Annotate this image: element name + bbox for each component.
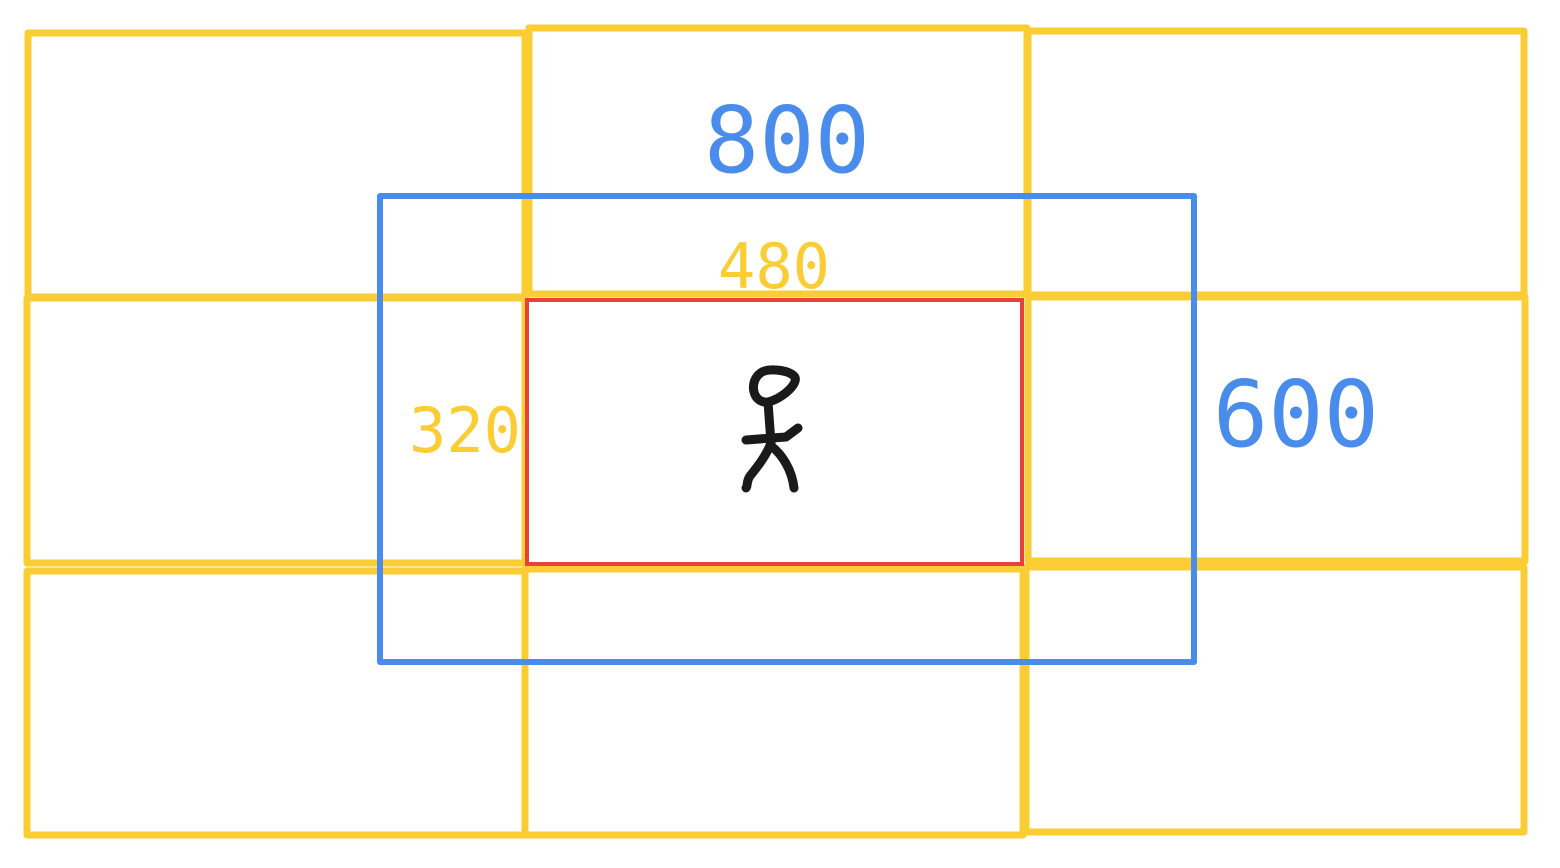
inner-width-label: 480 [718,230,830,303]
outer-width-label: 800 [704,87,870,194]
grid-cell-bottom-center [521,565,1027,839]
stick-figure-icon [741,365,803,493]
grid-cell-bottom-left [23,567,529,839]
grid-cell-middle-right [1024,293,1529,565]
outer-height-label: 600 [1213,361,1379,468]
outer-box [377,193,1197,665]
inner-height-label: 320 [409,394,521,467]
grid-cell-top-left [24,29,529,301]
grid-cell-bottom-right [1022,563,1528,836]
center-box [525,298,1024,566]
grid-cell-top-right [1024,27,1528,299]
